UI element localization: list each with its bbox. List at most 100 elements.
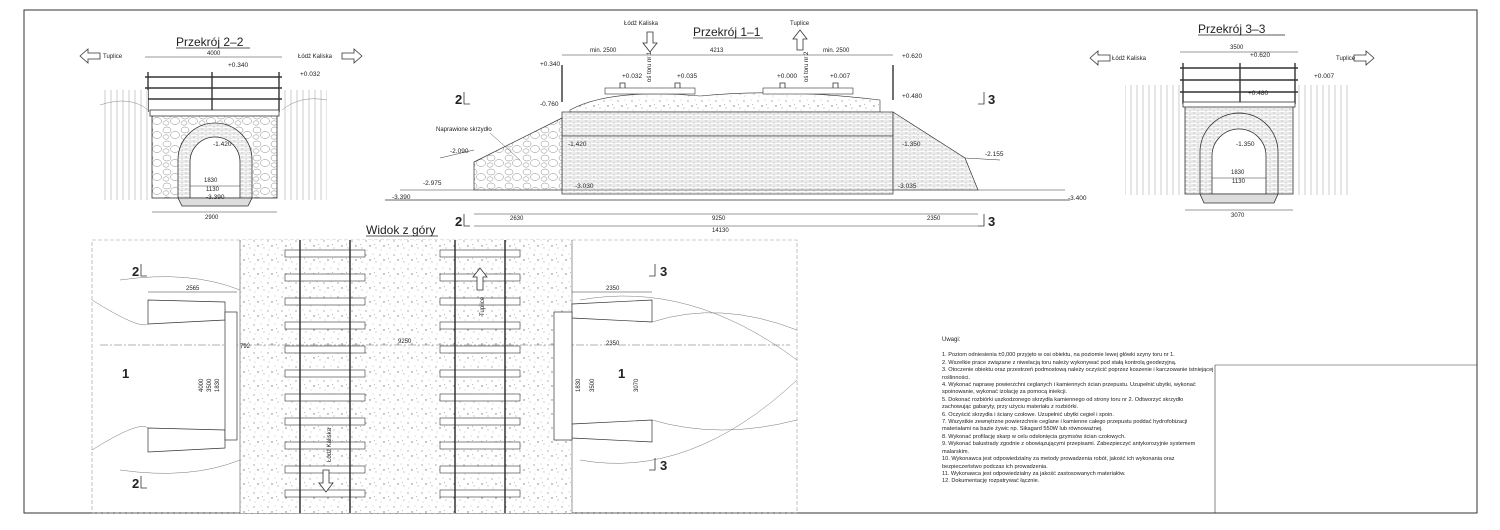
arrow-left-icon	[1089, 50, 1111, 66]
level-15: -1.350	[902, 141, 921, 148]
arrow-up-icon	[792, 29, 808, 51]
level-4: +0.000	[777, 73, 797, 80]
notes-block: Uwagi: 1. Poziom odniesienia ±0,000 przy…	[942, 337, 1214, 486]
track-1	[284, 249, 366, 498]
marker-2-top: 2	[132, 264, 139, 279]
level-2: +0.007	[1314, 73, 1334, 80]
top-view-title: Widok z góry	[366, 223, 435, 237]
note-item: 3. Otoczenie obiektu oraz przestrzeń pod…	[942, 367, 1214, 381]
track-axis-2: oś toru nr 2	[804, 51, 810, 82]
dim-bottom-1: 2630	[510, 216, 524, 222]
notes-title: Uwagi:	[942, 337, 961, 343]
level-4: -3.390	[206, 194, 225, 201]
section-2-2: Przekrój 2–2 Tuplice Łódź Kaliska 4000	[79, 35, 363, 221]
dim-3500-b: 3500	[590, 378, 596, 392]
level-5: +0.007	[830, 73, 850, 80]
direction-label-left: Łódź Kaliska	[1112, 56, 1147, 62]
level-8: -0.760	[540, 101, 559, 108]
marker-2-bottom: 2	[132, 476, 139, 491]
dim-1830-b: 1830	[576, 378, 582, 392]
direction-label-left: Tuplice	[103, 54, 123, 60]
level-13: -3.030	[575, 183, 594, 190]
marker-3-top: 3	[660, 264, 667, 279]
direction-label-right: Łódź Kaliska	[298, 54, 333, 60]
arrow-up-icon	[472, 267, 488, 291]
section-1-1: Przekrój 1–1 Łódź Kaliska Tuplice min. 2…	[385, 21, 1087, 234]
note-item: 5. Dokonać rozbiórki uszkodzonego skrzyd…	[942, 396, 1184, 411]
dim-1830-a: 1830	[215, 378, 221, 392]
level-9: -1.420	[568, 141, 587, 148]
note-item: 10. Wykonawca jest odpowiedzialny za met…	[942, 456, 1175, 470]
marker-2-top: 2	[455, 92, 462, 107]
dim-3070: 3070	[634, 378, 640, 392]
level-11: -2.975	[423, 180, 442, 187]
dim-width: 4000	[207, 51, 221, 57]
note-item: 11. Wykonawca jest odpowiedzialny za jak…	[942, 470, 1126, 477]
level-17: -3.400	[1068, 195, 1087, 202]
level-2: +0.032	[622, 73, 642, 80]
annotation-wing: Naprawione skrzydło	[436, 127, 492, 133]
dim-2900: 2900	[205, 215, 219, 221]
level-10: -2.090	[450, 148, 469, 155]
direction-label-left: Łódź Kaliska	[624, 21, 659, 27]
section-3-3-title: Przekrój 3–3	[1198, 22, 1266, 36]
arrow-right-icon	[1353, 50, 1375, 66]
note-item: 6. Oczyścić skrzydła i ściany czołowe. U…	[942, 411, 1114, 418]
top-view: Widok z góry	[91, 223, 798, 514]
marker-3-bottom: 3	[660, 458, 667, 473]
arrow-left-icon	[79, 48, 101, 64]
dim-top-3: min. 2500	[823, 48, 850, 54]
level-16: -2.155	[985, 151, 1004, 158]
marker-1-right: 1	[618, 366, 625, 381]
direction-up-label: Tuplice	[480, 296, 486, 316]
dim-2350-b: 2350	[606, 341, 620, 347]
dim-1830: 1830	[1231, 170, 1245, 176]
note-item: 9. Wykonać balustrady zgodnie z obowiązu…	[942, 441, 1196, 455]
arrow-right-icon	[341, 48, 363, 64]
track-2	[439, 249, 521, 498]
section-1-1-title: Przekrój 1–1	[693, 25, 761, 39]
marker-3-bottom: 3	[988, 214, 995, 229]
section-3-3: Przekrój 3–3 Łódź Kaliska Tuplice 3500 1…	[1089, 22, 1375, 219]
dim-bottom-2: 9250	[712, 216, 726, 222]
level-3: +0.480	[1248, 90, 1268, 97]
dim-3500: 3500	[1230, 45, 1244, 51]
dim-top-1: min. 2500	[590, 48, 617, 54]
level-6: +0.620	[902, 53, 922, 60]
track-axis-1: oś toru nr 1	[647, 51, 653, 82]
arrow-down-icon	[318, 469, 334, 493]
level-14: -3.035	[898, 183, 917, 190]
dim-bottom-4: 14130	[712, 228, 729, 234]
dim-top-2: 4213	[710, 48, 724, 54]
marker-3-top: 3	[988, 92, 995, 107]
dim-2565: 2565	[186, 286, 200, 292]
direction-label-right: Tuplice	[1336, 56, 1356, 62]
direction-label-right: Tuplice	[790, 21, 810, 27]
dim-792: 792	[240, 344, 251, 350]
note-item: 7. Wszystkie zewnętrzne powierzchnie ceg…	[942, 419, 1188, 433]
level-1: +0.340	[228, 62, 248, 69]
level-2: +0.032	[300, 71, 320, 78]
note-item: 8. Wykonać profilację skarp w celu odsło…	[942, 433, 1126, 440]
note-item: 1. Poziom odniesienia ±0,000 przyjęto w …	[942, 352, 1175, 359]
level-12: -3.390	[392, 194, 411, 201]
section-2-2-title: Przekrój 2–2	[176, 35, 244, 49]
level-1: +0.620	[1250, 52, 1270, 59]
dim-1130: 1130	[206, 187, 220, 193]
marker-2-bottom: 2	[455, 214, 462, 229]
sheet-frame	[23, 9, 1478, 514]
level-7: +0.480	[902, 93, 922, 100]
dim-1130: 1130	[1232, 179, 1246, 185]
note-item: 2. Wszelkie prace związane z niwelacją t…	[942, 359, 1177, 366]
dim-9250: 9250	[398, 339, 412, 345]
level-3: -1.420	[213, 141, 232, 148]
dim-1830: 1830	[204, 178, 218, 184]
level-3: +0.035	[677, 73, 697, 80]
dim-4000: 4000	[199, 378, 205, 392]
level-4: -1.350	[1236, 141, 1255, 148]
dim-3070: 3070	[1231, 213, 1245, 219]
dim-bottom-3: 2350	[927, 216, 941, 222]
note-item: 4. Wykonać naprawę powierzchni ceglanych…	[942, 382, 1196, 396]
arrow-down-icon	[642, 31, 658, 53]
